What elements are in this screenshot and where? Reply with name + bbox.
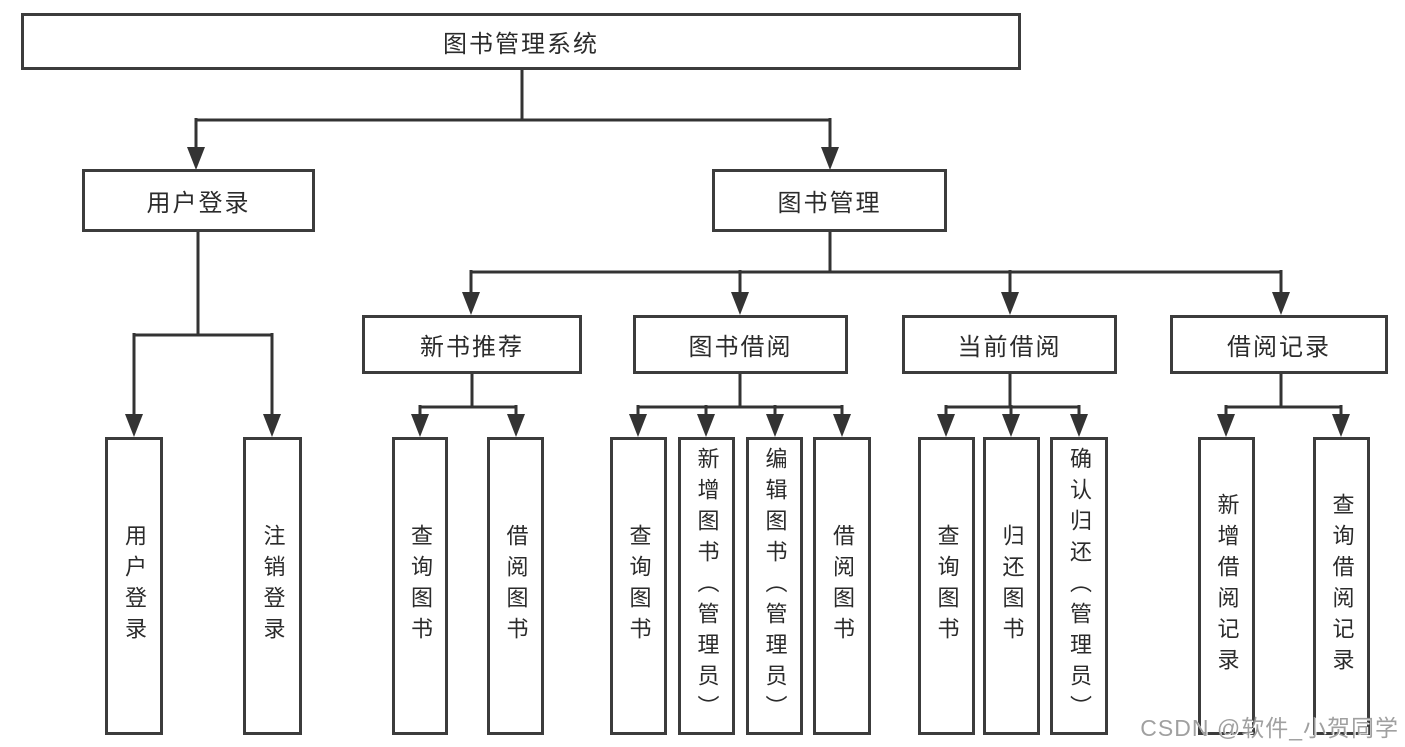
leaf-label: 查询图书	[408, 524, 433, 648]
arrowhead	[833, 414, 851, 437]
arrowhead	[187, 147, 205, 170]
leaf-query-books-borrow: 查询图书	[610, 437, 667, 735]
leaf-label: 归还图书	[999, 524, 1025, 648]
node-current-borrow: 当前借阅	[902, 315, 1117, 374]
arrowhead	[1272, 292, 1290, 315]
connector-borrow-records-to-leaves	[1224, 374, 1343, 416]
leaf-label: 查询图书	[626, 524, 652, 648]
leaf-logout: 注销登录	[243, 437, 302, 735]
leaf-label: 确认归还（管理员）	[1067, 446, 1092, 726]
leaf-label: 借阅图书	[830, 524, 855, 648]
arrowhead	[263, 414, 281, 437]
arrowhead	[629, 414, 647, 437]
arrowhead	[697, 414, 715, 437]
arrowhead	[1332, 414, 1350, 437]
connector-root-to-level2	[194, 70, 832, 149]
arrowhead	[1217, 414, 1235, 437]
node-borrow-records: 借阅记录	[1170, 315, 1388, 374]
connector-book-borrow-to-leaves	[636, 374, 844, 416]
leaf-borrow-books-recommend: 借阅图书	[487, 437, 544, 735]
leaf-query-borrow-record: 查询借阅记录	[1313, 437, 1370, 735]
connector-book-management-to-level3	[469, 231, 1283, 294]
leaf-label: 查询图书	[934, 524, 960, 648]
node-new-book-recommend: 新书推荐	[362, 315, 582, 374]
arrowhead	[766, 414, 784, 437]
arrowhead	[1070, 414, 1088, 437]
arrowhead	[507, 414, 525, 437]
leaf-user-login: 用户登录	[105, 437, 163, 735]
node-book-borrow: 图书借阅	[633, 315, 848, 374]
connector-user-login-to-leaves	[132, 231, 274, 416]
node-label: 新书推荐	[420, 334, 524, 361]
leaf-add-borrow-record: 新增借阅记录	[1198, 437, 1255, 735]
leaf-borrow-books: 借阅图书	[813, 437, 871, 735]
arrowhead	[411, 414, 429, 437]
arrowhead	[731, 292, 749, 315]
leaf-label: 借阅图书	[503, 524, 529, 648]
arrowhead	[821, 147, 839, 170]
node-library-management-system: 图书管理系统	[21, 13, 1021, 70]
connector-current-borrow-to-leaves	[944, 374, 1081, 416]
leaf-label: 用户登录	[122, 524, 147, 648]
arrowhead	[1001, 292, 1019, 315]
leaf-label: 新增图书（管理员）	[694, 446, 720, 726]
node-label: 图书借阅	[688, 334, 793, 361]
leaf-query-books-recommend: 查询图书	[392, 437, 448, 735]
node-label: 用户登录	[146, 190, 251, 217]
leaf-label: 编辑图书（管理员）	[762, 446, 788, 726]
leaf-query-books-current: 查询图书	[918, 437, 975, 735]
node-label: 图书管理	[777, 190, 882, 217]
leaf-add-book-admin: 新增图书（管理员）	[678, 437, 735, 735]
leaf-edit-book-admin: 编辑图书（管理员）	[746, 437, 803, 735]
leaf-label: 注销登录	[260, 524, 286, 648]
node-label: 当前借阅	[957, 334, 1062, 361]
connector-new-book-recommend-to-leaves	[418, 374, 518, 416]
arrowhead	[125, 414, 143, 437]
node-user-login: 用户登录	[82, 169, 315, 232]
leaf-label: 新增借阅记录	[1214, 493, 1240, 679]
csdn-watermark: CSDN @软件_小贺同学	[1140, 715, 1399, 741]
node-book-management: 图书管理	[712, 169, 947, 232]
node-label: 图书管理系统	[443, 31, 599, 58]
node-label: 借阅记录	[1227, 334, 1331, 361]
arrowhead	[462, 292, 480, 315]
arrowhead	[937, 414, 955, 437]
arrowhead	[1002, 414, 1020, 437]
leaf-confirm-return-admin: 确认归还（管理员）	[1050, 437, 1108, 735]
leaf-label: 查询借阅记录	[1329, 493, 1355, 679]
arrowheads	[125, 147, 1350, 437]
leaf-return-book: 归还图书	[983, 437, 1040, 735]
